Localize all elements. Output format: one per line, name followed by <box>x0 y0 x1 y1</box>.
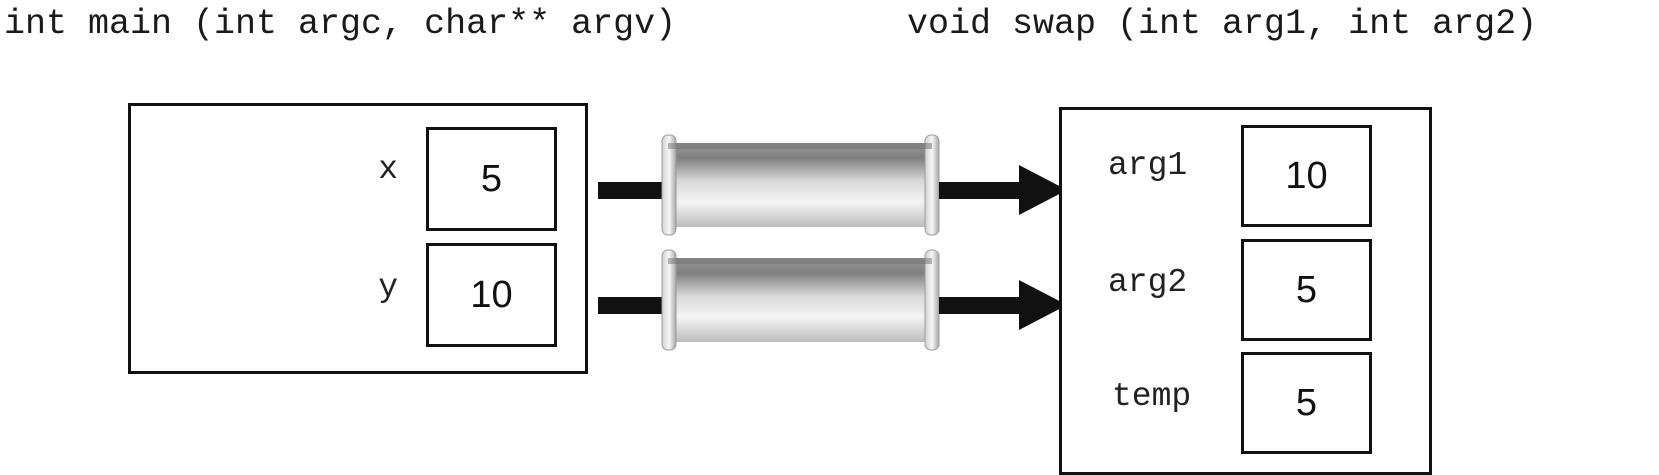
pass-x-to-arg1 <box>598 134 1067 236</box>
pass-y-to-arg2 <box>598 249 1067 351</box>
var-arg1-value: 10 <box>1241 125 1372 227</box>
arrow-icon <box>1019 280 1067 330</box>
arrow-icon <box>1019 165 1067 215</box>
main-signature: int main (int argc, char** argv) <box>4 4 677 44</box>
var-temp-value: 5 <box>1241 352 1372 454</box>
swap-signature: void swap (int arg1, int arg2) <box>907 4 1538 44</box>
var-arg2-value: 5 <box>1241 239 1372 341</box>
arrow-shaft <box>939 182 1021 199</box>
var-x-value: 5 <box>426 127 557 231</box>
var-temp-label: temp <box>1112 378 1192 415</box>
arrow-tail <box>598 297 662 314</box>
var-arg2-label: arg2 <box>1108 264 1188 301</box>
pipe-icon <box>661 134 940 236</box>
arrow-tail <box>598 182 662 199</box>
var-x-label: x <box>378 151 398 188</box>
arrow-shaft <box>939 297 1021 314</box>
var-arg1-label: arg1 <box>1108 147 1188 184</box>
var-y-label: y <box>378 269 398 306</box>
pipe-icon <box>661 249 940 351</box>
var-y-value: 10 <box>426 243 557 347</box>
